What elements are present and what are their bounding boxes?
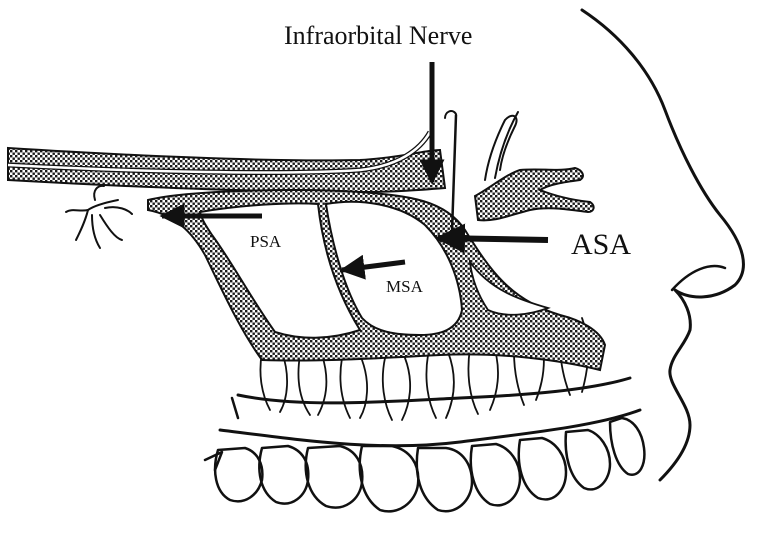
nostril-line xyxy=(672,266,725,290)
asa-label: ASA xyxy=(571,228,631,261)
foramen-line-2 xyxy=(445,111,456,118)
infraorbital-nerve-label: Infraorbital Nerve xyxy=(284,21,472,50)
lip-curl xyxy=(205,398,238,470)
teeth-crowns xyxy=(215,418,644,511)
gum-line xyxy=(220,410,640,446)
asa-arrow xyxy=(438,238,548,240)
alveolar-ridge xyxy=(238,378,630,403)
anterior-nerve-branches xyxy=(475,168,594,220)
foramen-line xyxy=(452,115,456,232)
msa-label: MSA xyxy=(386,277,424,296)
psa-label: PSA xyxy=(250,232,282,251)
posterior-nerve-tuft xyxy=(66,186,132,248)
